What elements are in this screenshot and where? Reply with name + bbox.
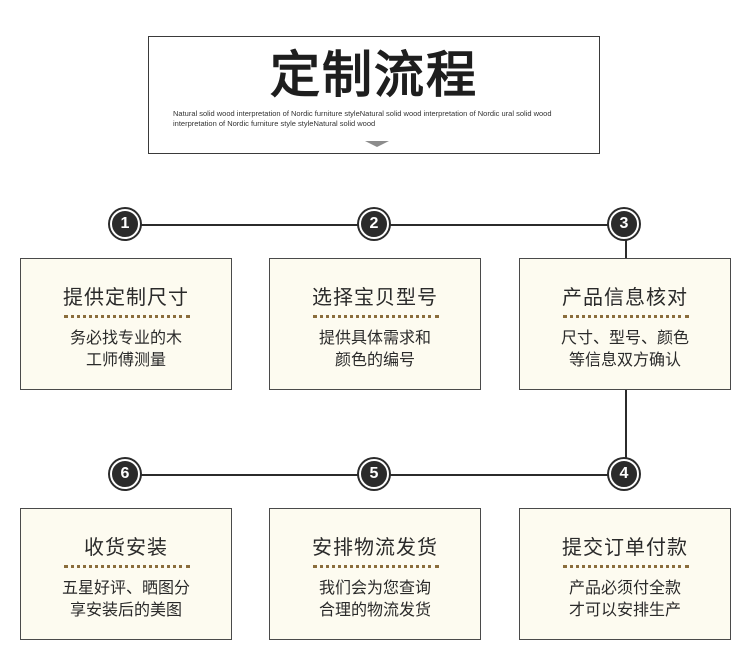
step-title: 收货安装	[84, 535, 168, 559]
header-box: 定制流程 Natural solid wood interpretation o…	[148, 36, 600, 154]
step-number-3: 3	[609, 209, 639, 239]
step-title: 提交订单付款	[562, 535, 688, 559]
step-number-1: 1	[110, 209, 140, 239]
step-title: 提供定制尺寸	[63, 285, 189, 309]
step-card-2: 选择宝贝型号 提供具体需求和 颜色的编号	[269, 258, 481, 390]
step-title: 选择宝贝型号	[312, 285, 438, 309]
connector-step3-down	[625, 225, 627, 259]
step-title: 产品信息核对	[562, 285, 688, 309]
step-title: 安排物流发货	[312, 535, 438, 559]
step-description: 提供具体需求和 颜色的编号	[318, 328, 431, 369]
step-description: 五星好评、晒图分 享安装后的美图	[61, 578, 190, 619]
step-number-6: 6	[110, 459, 140, 489]
step-description: 产品必须付全款 才可以安排生产	[568, 578, 681, 619]
step-description: 我们会为您查询 合理的物流发货	[318, 578, 431, 619]
step-card-5: 安排物流发货 我们会为您查询 合理的物流发货	[269, 508, 481, 640]
step-card-3: 产品信息核对 尺寸、型号、颜色 等信息双方确认	[519, 258, 731, 390]
step-card-6: 收货安装 五星好评、晒图分 享安装后的美图	[20, 508, 232, 640]
dotted-divider	[313, 565, 439, 568]
dotted-divider	[313, 315, 439, 318]
connector-right-vertical	[625, 390, 627, 476]
page-title: 定制流程	[270, 46, 478, 104]
header-subtitle: Natural solid wood interpretation of Nor…	[173, 109, 552, 128]
dotted-divider	[563, 315, 689, 318]
step-number-2: 2	[359, 209, 389, 239]
step-card-4: 提交订单付款 产品必须付全款 才可以安排生产	[519, 508, 731, 640]
step-card-1: 提供定制尺寸 务必找专业的木 工师傅测量	[20, 258, 232, 390]
dotted-divider	[563, 565, 689, 568]
step-number-4: 4	[609, 459, 639, 489]
down-arrow-icon	[365, 141, 389, 147]
step-description: 务必找专业的木 工师傅测量	[69, 328, 182, 369]
dotted-divider	[64, 565, 190, 568]
step-number-5: 5	[359, 459, 389, 489]
step-description: 尺寸、型号、颜色 等信息双方确认	[560, 328, 689, 369]
dotted-divider	[64, 315, 190, 318]
